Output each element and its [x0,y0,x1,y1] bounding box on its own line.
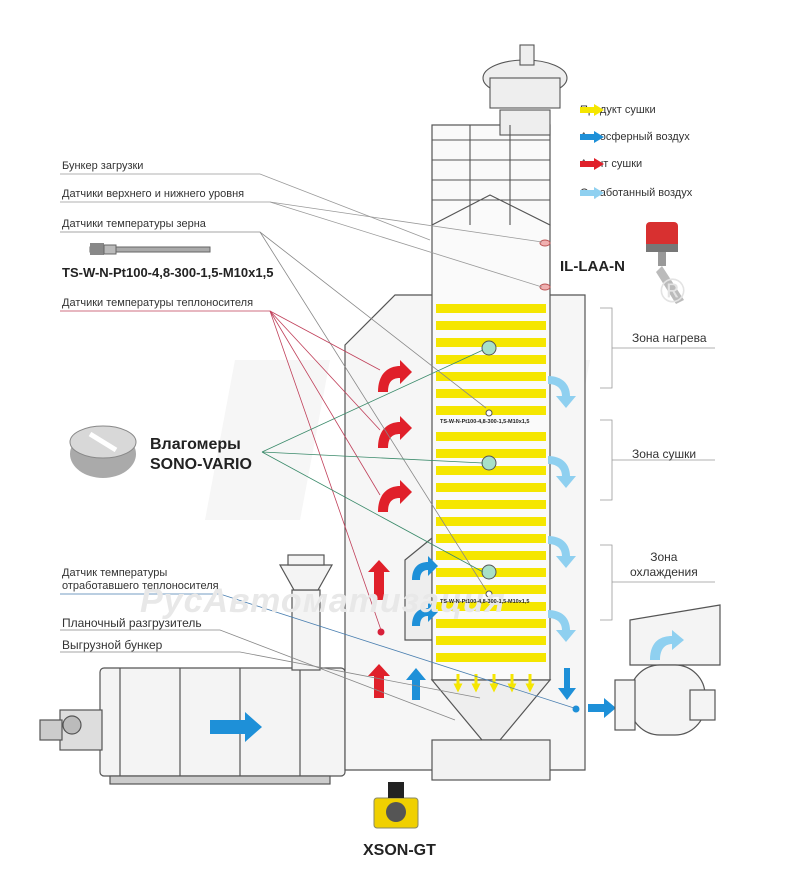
il-laa-n-image [646,222,684,304]
chimney [278,554,334,671]
zone-heating-label: Зона нагрева [632,331,707,345]
grain-temp-model: TS-W-N-Pt100-4,8-300-1,5-M10x1,5 [62,265,274,280]
moisture-meters-title: Влагомеры [150,436,241,453]
atmospheric-air-arrows [406,556,616,718]
furnace [39,667,346,785]
zone-cooling-label: Зона охлаждения [630,550,698,579]
furnace-flow-arrow [210,712,262,742]
inline-tag-1: TS-W-N-Pt100-4,8-300-1,5-M10x1,5 [440,419,530,425]
watermark-text: РусАвтоматизация [140,582,506,620]
exhaust-air-arrows [548,376,576,642]
callout-exhaust-temp-sensor: Датчик температуры отработавшего теплоно… [62,567,219,592]
callout-coolant-temp-sensors: Датчики температуры теплоносителя [62,297,254,309]
level-switch-name: IL-LAA-N [560,258,625,275]
callout-unload-bunker: Выгрузной бункер [62,638,163,652]
callout-loading-bunker: Бункер загрузки [62,160,144,172]
registered-mark: ® [660,272,686,310]
legend-item-agent: Агент сушки [580,158,642,170]
yellow-arrow-icon [580,104,604,116]
hopper-product-arrows [453,674,535,693]
legend-label: Атмосферный воздух [580,131,690,143]
zone-drying-label: Зона сушки [632,447,697,461]
inline-tag-2: TS-W-N-Pt100-4,8-300-1,5-M10x1,5 [440,599,530,605]
xson-gt-image [373,782,419,829]
legend-item-atmospheric: Атмосферный воздух [580,131,690,143]
light-blue-arrow-icon [580,187,604,199]
grain-temp-probe-image [89,243,211,255]
drying-agent-arrows [368,360,412,698]
blue-arrow-icon [580,131,604,143]
tower-top-equipment [432,44,568,225]
callout-level-sensors: Датчики верхнего и нижнего уровня [62,188,245,200]
legend-item-product: Продукт сушки [580,104,656,116]
legend-item-exhaust: Отработанный воздух [580,187,692,199]
callout-grain-temp-sensors: Датчики температуры зерна [62,218,206,230]
red-arrow-icon [580,158,604,170]
sono-vario-image [69,425,137,478]
moisture-meters-model: SONO-VARIO [150,456,252,473]
exhaust-fan [614,604,721,736]
vibrator-name: XSON-GT [363,842,436,859]
legend-label: Отработанный воздух [580,187,693,199]
leader-lines [60,173,715,721]
fan-exhaust-arrow [650,630,684,660]
callout-plank-unloader: Планочный разгрузитель [62,616,202,630]
